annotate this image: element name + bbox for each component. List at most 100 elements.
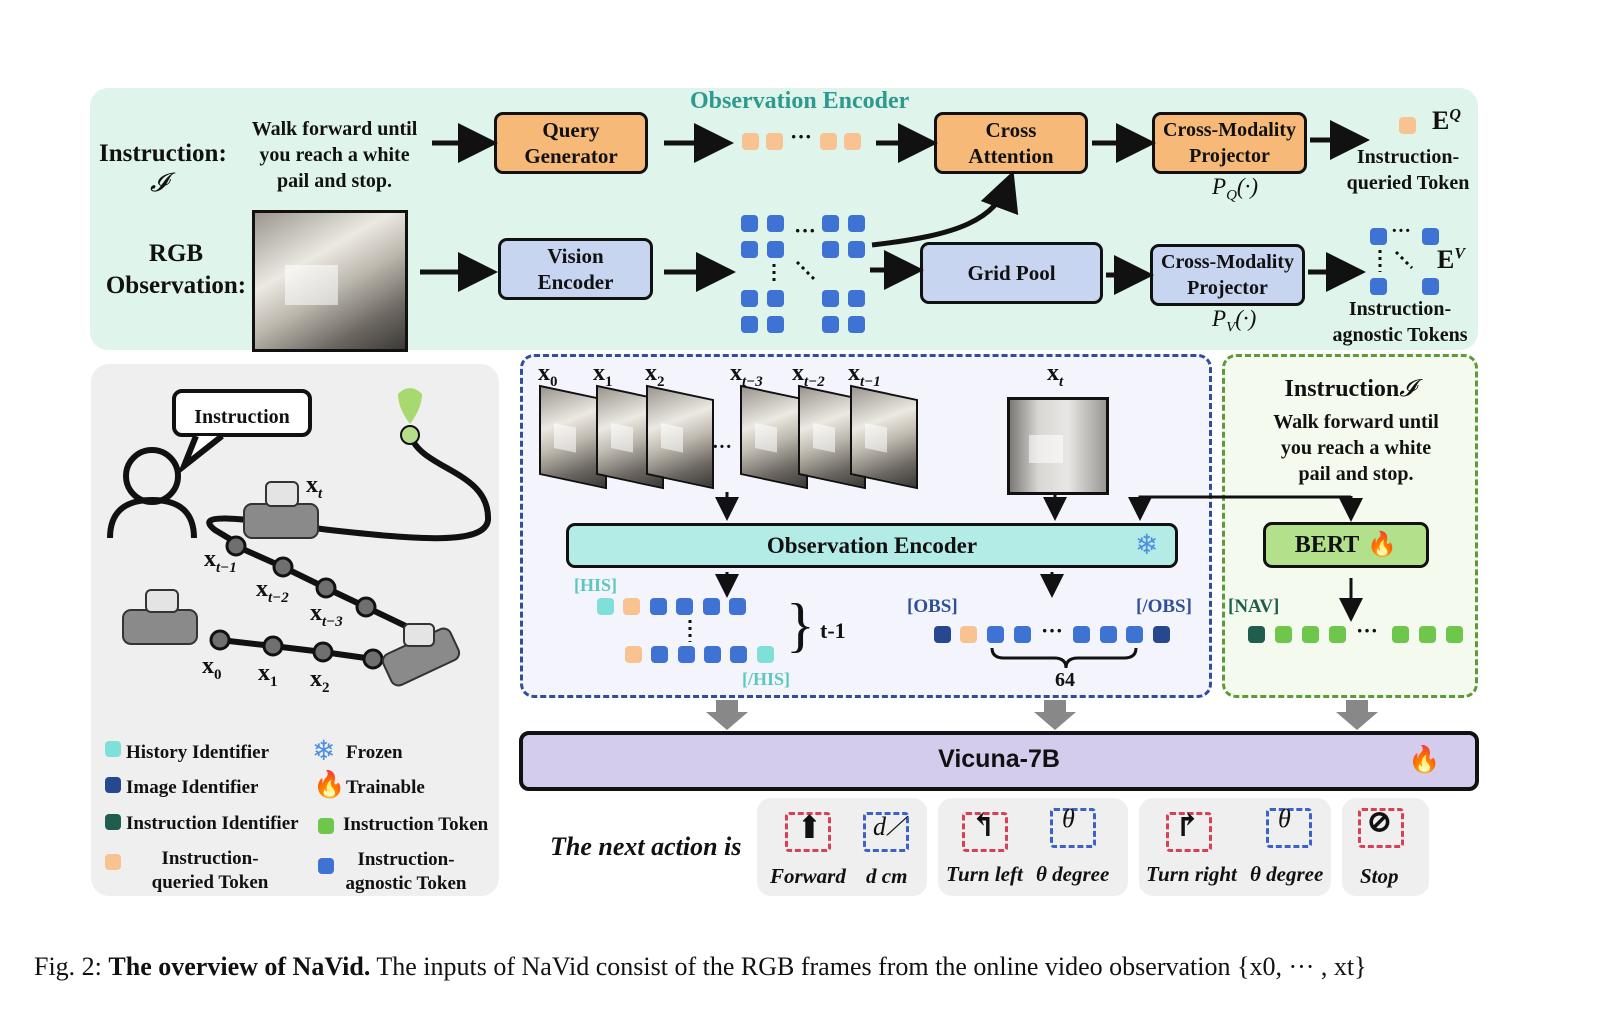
observation-encoder-box: Observation Encoder bbox=[566, 523, 1178, 568]
action-prompt: The next action is bbox=[550, 832, 742, 861]
video-frame-xt bbox=[1007, 397, 1109, 495]
his-token-label: [HIS] bbox=[574, 575, 618, 595]
legend-instr-token-swatch bbox=[318, 818, 334, 834]
legend-image: Image Identifier bbox=[126, 777, 259, 798]
rgb-observation-image bbox=[252, 210, 408, 352]
instruction-label: Instruction: bbox=[99, 140, 227, 167]
turn-right-arrow: ↱ bbox=[1174, 807, 1201, 843]
vision-token bbox=[822, 290, 839, 307]
ruler-icon: d⟋ bbox=[873, 812, 905, 841]
turn-left-arrow: ↰ bbox=[970, 807, 997, 843]
ev-label: EV bbox=[1437, 245, 1466, 274]
query-token bbox=[844, 133, 861, 150]
legend-instr-token: Instruction Token bbox=[343, 814, 489, 835]
vision-token bbox=[848, 241, 865, 258]
instruction-bubble: Instruction bbox=[172, 389, 312, 437]
vision-token bbox=[848, 316, 865, 333]
nav-token bbox=[1419, 626, 1436, 643]
legend-instr-id: Instruction Identifier bbox=[126, 813, 299, 834]
obs-token bbox=[1014, 626, 1031, 643]
snowflake-icon: ❄ bbox=[1135, 530, 1159, 561]
legend-queried-swatch bbox=[105, 854, 121, 870]
robot-label-x2: x2 bbox=[310, 666, 330, 696]
action-d-cm: d cm bbox=[866, 864, 908, 888]
nav-token bbox=[1392, 626, 1409, 643]
theta-right: θ bbox=[1278, 804, 1291, 833]
vision-token bbox=[767, 316, 784, 333]
robot-label-xt-3: xt−3 bbox=[310, 600, 343, 630]
robot-label-xt-1: xt−1 bbox=[204, 546, 237, 576]
t-minus-1-label: t-1 bbox=[820, 618, 846, 643]
history-token bbox=[625, 646, 642, 663]
top-encoder-title: Observation Encoder bbox=[690, 88, 910, 114]
token-count-label: 64 bbox=[1055, 669, 1075, 691]
fire-icon: 🔥 bbox=[313, 770, 346, 799]
legend-trainable: Trainable bbox=[346, 777, 425, 798]
eq-label: EQ bbox=[1432, 106, 1461, 135]
vision-token bbox=[767, 290, 784, 307]
history-token bbox=[651, 646, 668, 663]
nav-token bbox=[1446, 626, 1463, 643]
obs-token bbox=[1126, 626, 1143, 643]
stop-symbol: ⊘ bbox=[1366, 803, 1393, 839]
vision-token bbox=[822, 316, 839, 333]
obs-token bbox=[1100, 626, 1117, 643]
history-token bbox=[730, 646, 747, 663]
snowflake-icon: ❄ bbox=[312, 736, 336, 767]
obs-token bbox=[1153, 626, 1170, 643]
vision-token bbox=[741, 316, 758, 333]
legend-image-swatch bbox=[105, 777, 121, 793]
action-stop: Stop bbox=[1360, 864, 1399, 888]
obs-token bbox=[987, 626, 1004, 643]
legend-history-swatch bbox=[105, 741, 121, 757]
obs-token bbox=[1073, 626, 1090, 643]
history-token bbox=[623, 598, 640, 615]
history-token bbox=[703, 598, 720, 615]
obs-token bbox=[934, 626, 951, 643]
stop-icon bbox=[1358, 808, 1404, 848]
pv-formula: PV(·) bbox=[1212, 306, 1257, 336]
vision-token bbox=[741, 241, 758, 258]
his-end-label: [/HIS] bbox=[742, 669, 791, 689]
vision-token bbox=[767, 241, 784, 258]
instruction-symbol: 𝓘 bbox=[150, 168, 168, 197]
eq-token bbox=[1399, 117, 1416, 134]
vision-token bbox=[822, 241, 839, 258]
vision-token bbox=[741, 290, 758, 307]
action-turn-left: Turn left bbox=[946, 862, 1023, 886]
history-token bbox=[650, 598, 667, 615]
vision-token bbox=[848, 290, 865, 307]
turn-left-icon bbox=[962, 812, 1008, 852]
frame-label-xt: xt bbox=[1047, 360, 1064, 390]
nav-token bbox=[1275, 626, 1292, 643]
frame-label-x2: x2 bbox=[645, 360, 665, 390]
history-token bbox=[757, 646, 774, 663]
right-instruction-text: Walk forward until you reach a white pai… bbox=[1273, 411, 1439, 485]
action-theta-degree-left: θ degree bbox=[1036, 862, 1110, 886]
vision-token bbox=[848, 215, 865, 232]
ev-token bbox=[1370, 228, 1387, 245]
frame-label-xt-2: xt−2 bbox=[792, 360, 825, 390]
robot-label-xt: xt bbox=[306, 472, 323, 502]
obs-token-label: [OBS] bbox=[907, 596, 958, 617]
distance-icon bbox=[863, 812, 909, 852]
vision-token bbox=[767, 215, 784, 232]
history-token bbox=[729, 598, 746, 615]
legend-queried: Instruction- queried Token bbox=[151, 848, 269, 893]
bert-box: BERT🔥 bbox=[1263, 522, 1429, 568]
ellipsis: ··· bbox=[1041, 618, 1064, 643]
right-instruction-title: Instruction𝓘 bbox=[1284, 376, 1416, 402]
nav-token bbox=[1248, 626, 1265, 643]
rgb-label: RGB Observation: bbox=[105, 240, 247, 299]
nav-token bbox=[1302, 626, 1319, 643]
query-token bbox=[742, 133, 759, 150]
nav-token bbox=[1329, 626, 1346, 643]
forward-icon bbox=[785, 812, 831, 852]
history-token bbox=[676, 598, 693, 615]
frame-label-x0: x0 bbox=[538, 360, 558, 390]
